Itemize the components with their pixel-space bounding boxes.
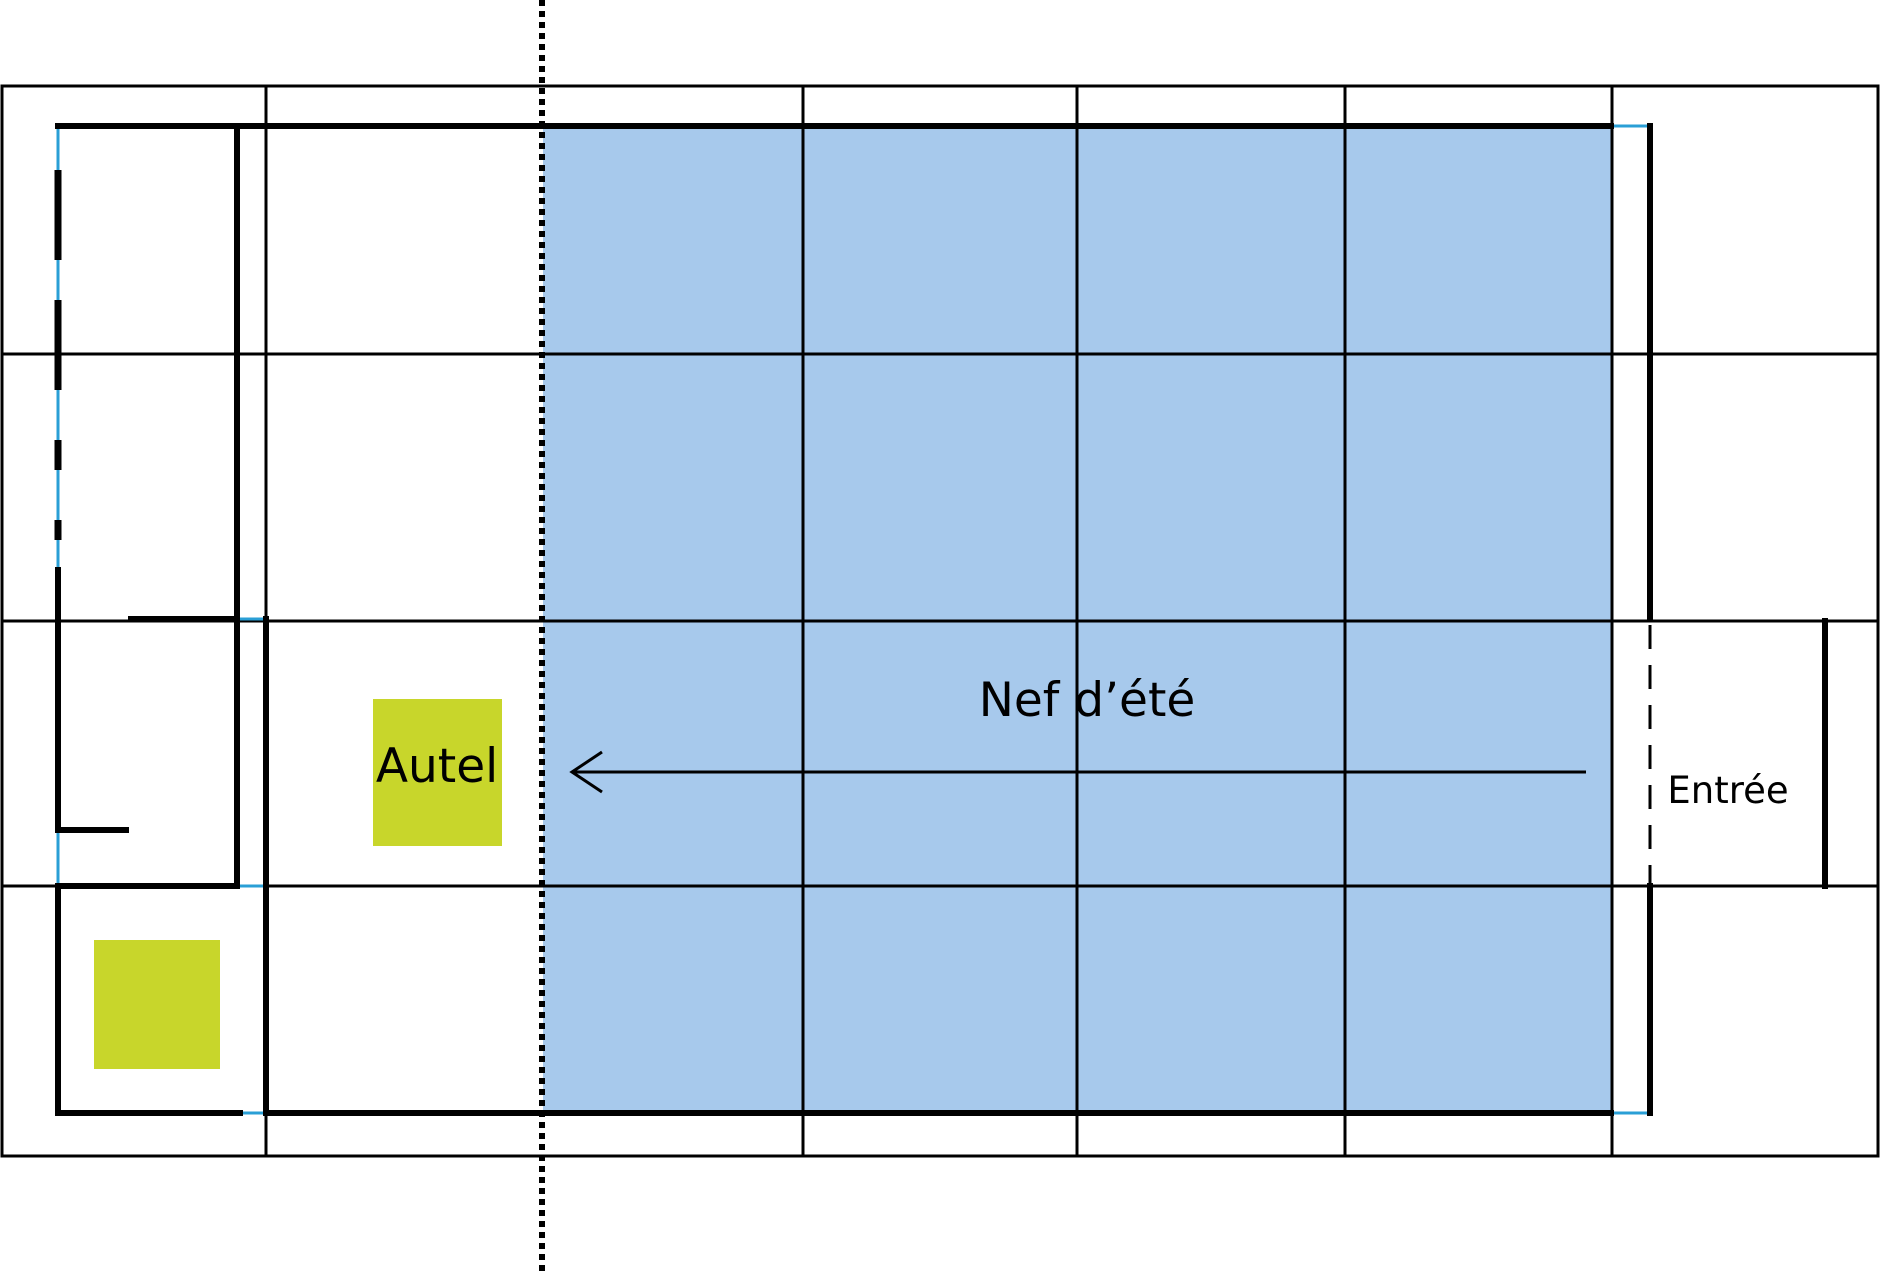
nave-label: Nef d’été: [979, 673, 1196, 728]
altar-label: Autel: [376, 739, 498, 794]
entrance-label: Entrée: [1667, 769, 1788, 812]
altar-block: [373, 699, 502, 846]
walls: [55, 123, 1828, 1116]
side-altar-block: [94, 940, 220, 1069]
openings: [56, 124, 1650, 1115]
direction-arrow: [569, 750, 1586, 794]
